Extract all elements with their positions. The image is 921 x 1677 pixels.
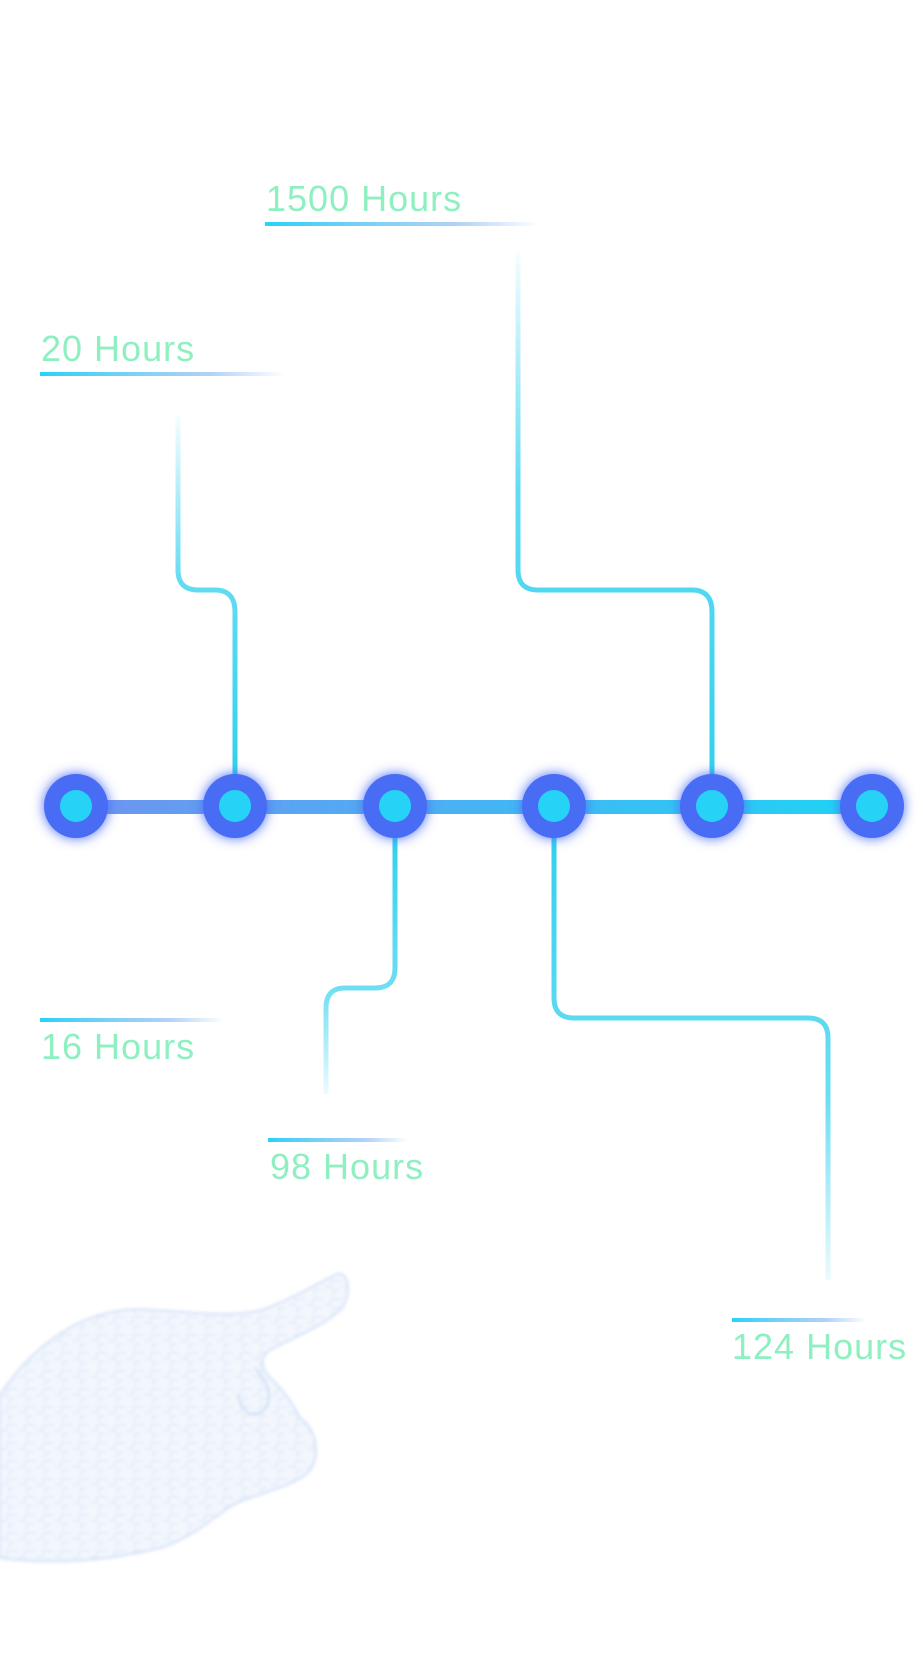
timeline-node-6	[840, 774, 904, 838]
connector-124-hours	[551, 827, 831, 1281]
connector-20-hours	[175, 415, 238, 783]
label-98-hours: 98 Hours	[270, 1146, 425, 1187]
underline-98-hours	[268, 1138, 408, 1142]
underline-20-hours	[40, 372, 285, 376]
timeline-node-1	[44, 774, 108, 838]
label-16-hours: 16 Hours	[41, 1026, 196, 1067]
connector-1500-hours	[515, 252, 715, 783]
timeline-node-5	[680, 774, 744, 838]
label-124-hours: 124 Hours	[732, 1326, 908, 1367]
connector-98-hours	[323, 827, 398, 1095]
timeline-node-2	[203, 774, 267, 838]
timeline-node-4	[522, 774, 586, 838]
underline-16-hours	[40, 1018, 225, 1022]
label-20-hours: 20 Hours	[41, 328, 196, 369]
underline-1500-hours	[265, 222, 540, 226]
timeline-node-3	[363, 774, 427, 838]
timeline-track	[75, 800, 870, 814]
pointing-hand-icon	[0, 1273, 349, 1563]
label-1500-hours: 1500 Hours	[266, 178, 463, 219]
underline-124-hours	[732, 1318, 867, 1322]
